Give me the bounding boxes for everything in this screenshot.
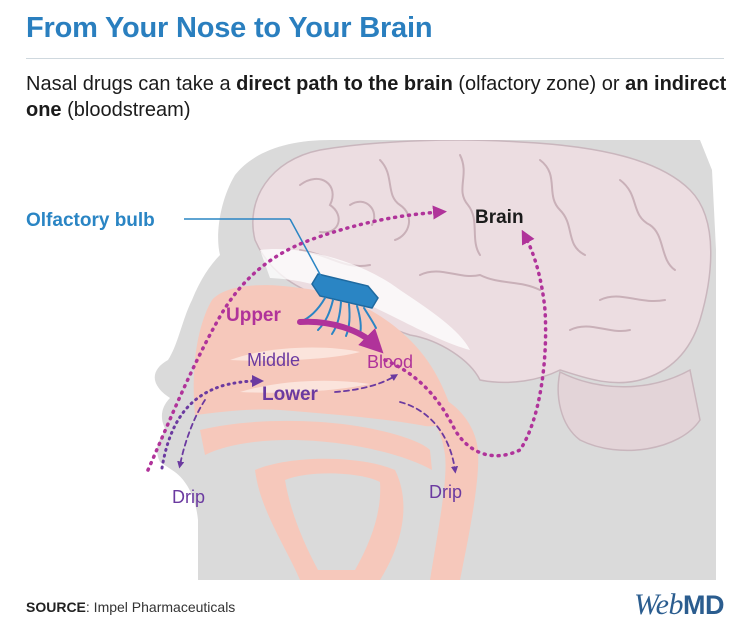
subtitle-indirect-path: an indirect one (26, 73, 727, 121)
lower-to-blood-arrow (334, 374, 399, 393)
logo-web: Web (633, 588, 684, 621)
direct-path-arrow (146, 205, 447, 472)
blood-label: Blood (367, 352, 413, 372)
upper-label: Upper (226, 305, 282, 326)
lower-label: Lower (262, 384, 319, 405)
logo-md: MD (683, 590, 725, 620)
source-credit: SOURCE: Impel Pharmaceuticals (26, 599, 235, 615)
drip-left-arrow (177, 399, 206, 469)
subtitle-direct-path: direct path to the brain (236, 73, 453, 95)
olfactory-bulb-leader-drop (289, 218, 323, 279)
subtitle-text-3: (bloodstream) (61, 99, 191, 121)
subtitle-text-2: (olfactory zone) or (452, 73, 626, 95)
title-divider (26, 58, 724, 59)
drip-right-label: Drip (429, 482, 462, 502)
olfactory-bulb-label: Olfactory bulb (26, 210, 155, 231)
lower-airflow-arrow (160, 375, 264, 470)
lower-jaw-inner (285, 473, 381, 570)
source-label: SOURCE (26, 599, 86, 615)
middle-label: Middle (247, 350, 300, 370)
subtitle-text-1: Nasal drugs can take a (26, 73, 237, 95)
webmd-logo: WebMD (633, 588, 725, 622)
drip-right-arrow (399, 401, 459, 474)
lower-turbinate (240, 380, 370, 393)
cerebellum-shape (557, 368, 701, 452)
page-title: From Your Nose to Your Brain (26, 12, 433, 44)
source-text: : Impel Pharmaceuticals (85, 599, 236, 615)
olfactory-bulb-icon (299, 273, 379, 337)
blood-path-arrow (383, 229, 548, 458)
brain-label: Brain (475, 207, 524, 228)
subtitle: Nasal drugs can take a direct path to th… (26, 71, 736, 123)
tongue (200, 420, 432, 470)
middle-turbinate (230, 347, 360, 361)
drip-left-label: Drip (172, 487, 205, 507)
upper-airflow-arrow (297, 318, 384, 354)
